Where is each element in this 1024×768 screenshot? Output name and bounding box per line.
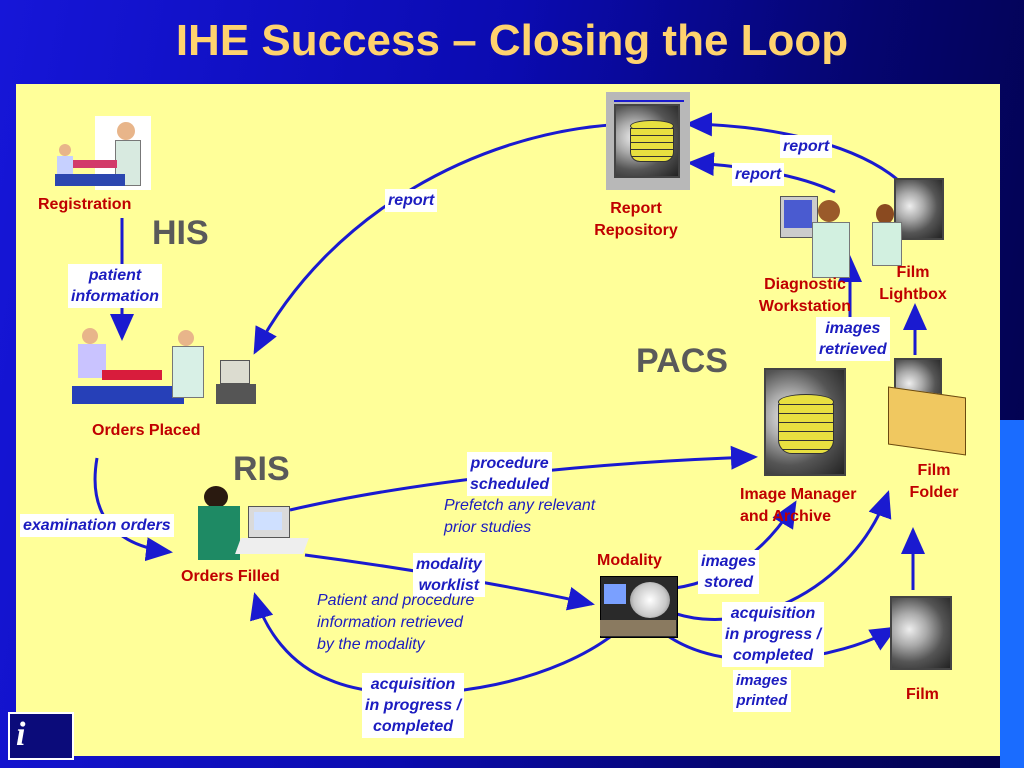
arrow-examination-orders (93, 457, 173, 562)
film-folder-icon (888, 358, 968, 456)
database-disk-icon (606, 92, 690, 190)
physician-patient-icon (72, 326, 256, 406)
archive-disk-icon (764, 368, 846, 476)
radiologist-lightbox-icon (872, 178, 944, 266)
report-top-box: report (780, 135, 833, 158)
arrow-report-to-his (253, 123, 611, 355)
report-second-box: report (732, 163, 785, 186)
pacs-heading: PACS (636, 342, 728, 380)
modality-label: Modality (597, 552, 662, 569)
ris-heading: RIS (233, 450, 290, 488)
orders-filled-label: Orders Filled (181, 568, 280, 585)
decorative-band (1000, 420, 1024, 768)
patient-registration-icon (55, 116, 151, 190)
orders-placed-label: Orders Placed (92, 422, 201, 439)
his-heading: HIS (152, 214, 209, 252)
ihe-logo: i (8, 712, 74, 760)
slide-title: IHE Success – Closing the Loop (175, 16, 849, 65)
modality-scanner-icon (600, 576, 678, 638)
examination-orders-box: examination orders (20, 514, 174, 537)
radiologist-workstation-icon (780, 192, 852, 278)
clerk-computer-icon (198, 486, 309, 562)
xray-film-icon (890, 596, 952, 670)
registration-label: Registration (38, 196, 132, 213)
film-label: Film (906, 686, 939, 703)
report-his-box: report (385, 189, 438, 212)
